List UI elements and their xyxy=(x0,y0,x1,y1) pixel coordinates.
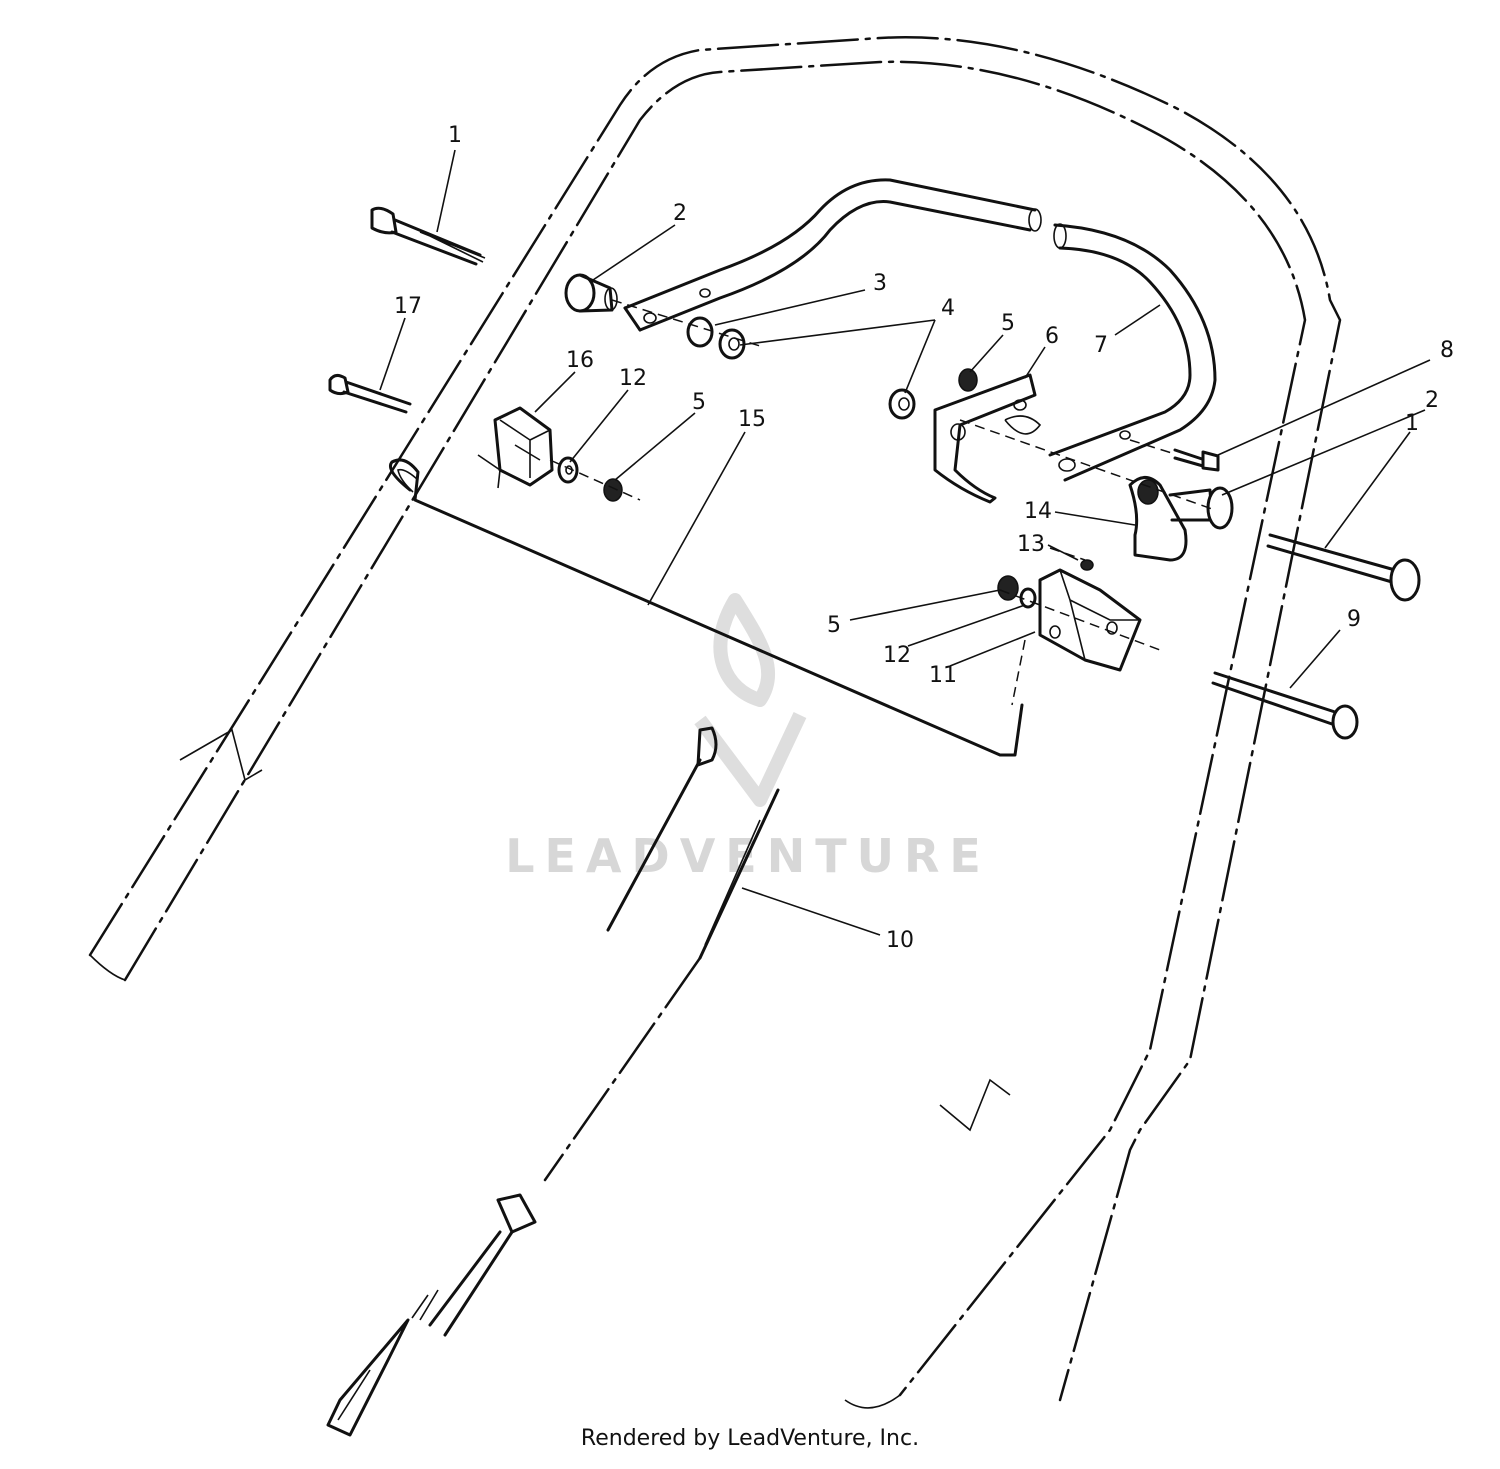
nut-5-upper xyxy=(958,368,978,392)
bail-lever xyxy=(623,178,1217,482)
callout-12-lower: 12 xyxy=(883,643,911,668)
callout-12: 12 xyxy=(619,366,647,391)
watermark-flame xyxy=(713,593,776,707)
spacer-2-right xyxy=(1168,486,1234,530)
nut-13 xyxy=(1080,559,1094,571)
callout-15: 15 xyxy=(738,407,766,432)
callout-3: 3 xyxy=(873,271,887,296)
bolt-8 xyxy=(1173,448,1220,472)
bolt-9 xyxy=(1211,671,1359,740)
block-11 xyxy=(1038,568,1142,672)
callout-14: 14 xyxy=(1024,499,1052,524)
callout-9: 9 xyxy=(1347,607,1361,632)
callout-16: 16 xyxy=(566,348,594,373)
callout-2: 2 xyxy=(673,201,687,226)
render-credit: Rendered by LeadVenture, Inc. xyxy=(580,1426,920,1451)
handle-frame xyxy=(88,36,1342,1409)
block-16 xyxy=(477,406,554,489)
nut-5-left xyxy=(603,478,623,502)
callout-8: 8 xyxy=(1440,338,1454,363)
pivot-bracket xyxy=(933,373,1042,504)
callout-10: 10 xyxy=(886,928,914,953)
callout-5-lower: 5 xyxy=(827,613,841,638)
control-cable xyxy=(326,726,780,1437)
watermark-text: LEADVENTURE xyxy=(505,829,991,883)
callout-labels: 1 2 3 4 5 6 7 8 2 1 17 16 12 5 15 14 13 … xyxy=(394,123,1454,953)
bolt-1-left xyxy=(370,206,486,266)
leadventure-watermark: LEADVENTURE xyxy=(505,593,991,883)
callout-4: 4 xyxy=(941,296,955,321)
bolt-17 xyxy=(328,373,412,414)
spacer-2-left xyxy=(564,273,618,313)
callout-1: 1 xyxy=(448,123,462,148)
knob-14 xyxy=(1128,476,1188,562)
callout-7: 7 xyxy=(1094,333,1108,358)
callout-5-left: 5 xyxy=(692,390,706,415)
callout-5: 5 xyxy=(1001,311,1015,336)
watermark-logo xyxy=(694,712,807,807)
callout-13: 13 xyxy=(1017,532,1045,557)
callout-11: 11 xyxy=(929,663,957,688)
washer-12-left xyxy=(557,456,579,484)
callout-6: 6 xyxy=(1045,324,1059,349)
bolt-1-right xyxy=(1266,533,1421,602)
nut-5-right xyxy=(997,575,1019,601)
control-rod xyxy=(389,458,1024,757)
callout-17: 17 xyxy=(394,294,422,319)
callout-2-right: 2 xyxy=(1425,388,1439,413)
callout-1-right: 1 xyxy=(1405,411,1419,436)
nut-4-lower xyxy=(888,388,916,420)
spacer-3 xyxy=(686,316,714,348)
leader-lines xyxy=(379,149,1431,936)
